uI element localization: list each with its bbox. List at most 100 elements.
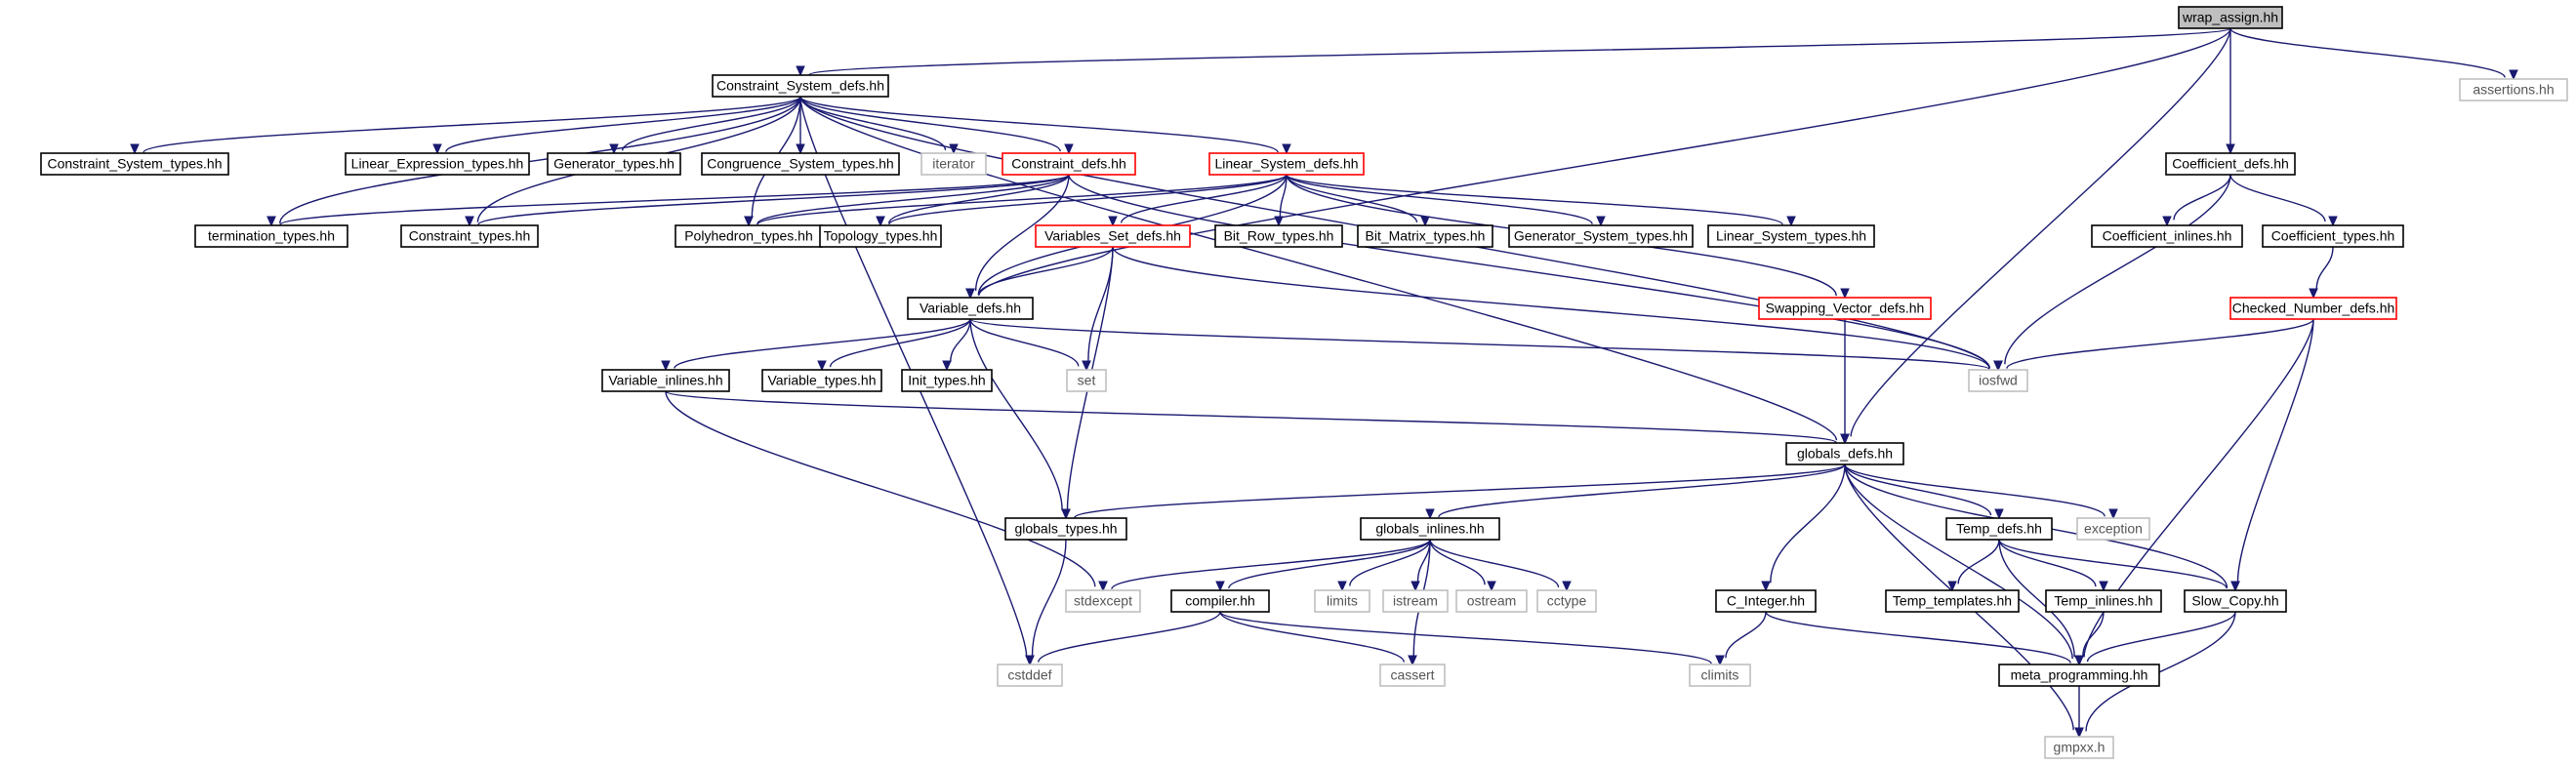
node-linear-system-defs[interactable]: Linear_System_defs.hh [1208,152,1365,176]
node-exception[interactable]: exception [2076,517,2150,541]
node-cstddef[interactable]: cstddef [997,664,1063,687]
node-label: Topology_types.hh [824,228,938,244]
node-label: C_Integer.hh [1727,593,1805,609]
node-label: climits [1701,667,1739,683]
node-bit-matrix-types[interactable]: Bit_Matrix_types.hh [1357,224,1493,248]
node-box [1508,224,1694,248]
edge-line [143,96,801,153]
node-box [1945,517,2053,541]
node-compiler[interactable]: compiler.hh [1170,589,1270,613]
node-box [1314,589,1370,613]
node-generator-system-types[interactable]: Generator_System_types.hh [1508,224,1694,248]
edge-constraint_system_defs-to-linear_system_defs [799,96,1291,155]
node-label: Coefficient_types.hh [2271,228,2395,244]
node-box [1004,517,1127,541]
node-c-integer[interactable]: C_Integer.hh [1715,589,1817,613]
edge-line [1279,174,1288,218]
node-stdexcept[interactable]: stdexcept [1065,589,1141,613]
edge-line [1087,246,1114,362]
node-generator-types[interactable]: Generator_types.hh [547,152,681,176]
node-init-types[interactable]: Init_types.hh [901,369,993,392]
edge-globals_inlines-to-stdexcept [1098,539,1431,592]
node-label: istream [1393,593,1438,609]
node-set[interactable]: set [1066,369,1107,392]
node-box [1170,589,1270,613]
node-globals-types[interactable]: globals_types.hh [1004,517,1127,541]
node-variable-defs[interactable]: Variable_defs.hh [907,297,1034,320]
edge-checked_number_defs-to-iosfwd [1993,318,2314,372]
node-temp-templates[interactable]: Temp_templates.hh [1885,589,2020,613]
node-assertions[interactable]: assertions.hh [2459,78,2568,101]
node-climits[interactable]: climits [1689,664,1751,687]
edge-line [2229,174,2326,222]
node-istream[interactable]: istream [1382,589,1449,613]
node-coefficient-inlines[interactable]: Coefficient_inlines.hh [2091,224,2243,248]
node-meta-programming[interactable]: meta_programming.hh [1998,664,2160,687]
node-globals-inlines[interactable]: globals_inlines.hh [1360,517,1500,541]
edge-globals_defs-to-exception [1844,463,2118,520]
node-coefficient-defs[interactable]: Coefficient_defs.hh [2165,152,2296,176]
node-constraint-defs[interactable]: Constraint_defs.hh [1002,152,1136,176]
node-iosfwd[interactable]: iosfwd [1968,369,2028,392]
edge-arrowhead [130,143,140,155]
node-box [701,152,900,176]
edge-line [1844,463,1992,516]
node-termination-types[interactable]: termination_types.hh [194,224,348,248]
node-gmpxx[interactable]: gmpxx.h [2044,736,2114,759]
edge-constraint_defs-to-constraint_types [465,174,1070,227]
edge-arrowhead [1025,655,1035,666]
node-label: Variables_Set_defs.hh [1044,228,1181,244]
edge-checked_number_defs-to-meta_programming [2074,318,2314,666]
node-limits[interactable]: limits [1314,589,1370,613]
edge-line [799,96,1279,153]
edge-line [2315,246,2334,290]
node-swapping-vector-defs[interactable]: Swapping_Vector_defs.hh [1758,297,1932,320]
node-ostream[interactable]: ostream [1455,589,1528,613]
node-iterator[interactable]: iterator [920,152,987,176]
node-linear-expression-types[interactable]: Linear_Expression_types.hh [345,152,530,176]
edge-variable_defs-to-globals_types [969,318,1071,520]
node-cctype[interactable]: cctype [1536,589,1597,613]
node-temp-defs[interactable]: Temp_defs.hh [1945,517,2053,541]
node-box [907,297,1034,320]
node-cassert[interactable]: cassert [1379,664,1446,687]
edge-arrowhead [465,216,474,227]
node-polyhedron-types[interactable]: Polyhedron_types.hh [675,224,823,248]
node-temp-inlines[interactable]: Temp_inlines.hh [2045,589,2162,613]
edge-wrap_assign-to-assertions [2229,27,2518,81]
node-box [1065,589,1141,613]
node-topology-types[interactable]: Topology_types.hh [819,224,942,248]
node-box [1379,664,1446,687]
edge-line [969,318,1990,371]
edge-temp_defs-to-temp_inlines [1998,539,2108,592]
edge-line [1112,246,1990,369]
node-label: Variable_defs.hh [920,301,1021,316]
node-variable-types[interactable]: Variable_types.hh [761,369,882,392]
node-wrap-assign[interactable]: wrap_assign.hh [2178,6,2283,29]
edge-arrowhead [1994,508,2004,520]
edge-variable_defs-to-iosfwd [969,318,2003,372]
node-constraint-types[interactable]: Constraint_types.hh [400,224,539,248]
edge-arrowhead [2309,288,2318,300]
edge-c_integer-to-climits [1715,611,1767,666]
node-linear-system-types[interactable]: Linear_System_types.hh [1707,224,1875,248]
edge-line [974,174,1070,291]
node-constraint-system-defs[interactable]: Constraint_System_defs.hh [712,74,889,98]
node-coefficient-types[interactable]: Coefficient_types.hh [2262,224,2404,248]
node-bit-row-types[interactable]: Bit_Row_types.hh [1214,224,1343,248]
node-label: Variable_types.hh [767,373,876,388]
node-constraint-system-types[interactable]: Constraint_System_types.hh [40,152,229,176]
node-slow-copy[interactable]: Slow_Copy.hh [2184,589,2287,613]
edge-line [1037,611,1221,663]
edge-temp_defs-to-slow_copy [1998,539,2240,592]
edge-globals_defs-to-globals_types [1061,463,1846,520]
edge-line [1765,611,2071,664]
node-variables-set-defs[interactable]: Variables_Set_defs.hh [1035,224,1191,248]
node-globals-defs[interactable]: globals_defs.hh [1785,442,1904,465]
edge-arrowhead [1562,581,1572,592]
node-congruence-system-types[interactable]: Congruence_System_types.hh [701,152,900,176]
node-checked-number-defs[interactable]: Checked_Number_defs.hh [2229,297,2397,320]
node-variable-inlines[interactable]: Variable_inlines.hh [601,369,730,392]
edge-arrowhead [2162,216,2172,227]
